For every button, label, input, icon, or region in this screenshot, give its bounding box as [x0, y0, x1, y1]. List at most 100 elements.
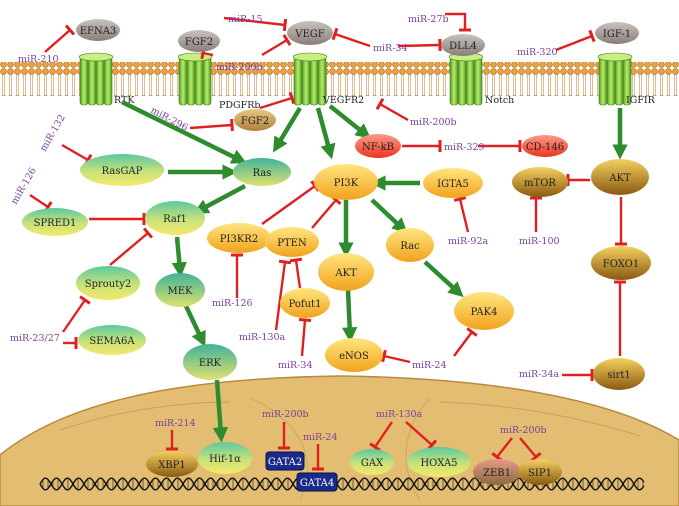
- mirna-label-m34a: miR-34a: [519, 369, 559, 380]
- receptor-helix: [606, 56, 616, 106]
- node-label-pi3kr2: PI3KR2: [220, 234, 258, 245]
- arrow-ras-raf1: [193, 184, 247, 214]
- node-sprouty2: Sprouty2: [76, 266, 140, 300]
- node-label-mek: MEK: [167, 286, 193, 297]
- inhibit-m130a-hoxa5: [405, 421, 433, 446]
- receptor-helix: [186, 56, 196, 106]
- receptor-label-igfir: IGFIR: [626, 95, 656, 106]
- receptor-helix: [465, 56, 475, 106]
- inhibit-m34-vegf-bar: [331, 27, 339, 41]
- node-nfkb: NF-kB: [355, 134, 401, 158]
- inhibit-m15-vegf-bar: [282, 18, 288, 32]
- arrow-rtk-ras: [121, 99, 247, 164]
- dna-helix: [39, 477, 645, 491]
- receptor-helix: [87, 56, 97, 106]
- mirna-label-m15: miR-15: [228, 14, 263, 25]
- inhibit-m92a-igta5-bar: [453, 196, 467, 202]
- receptor-label-vegfr2: VEGFR2: [322, 95, 364, 106]
- node-label-sema6a: SEMA6A: [89, 336, 135, 347]
- nuclear-envelope-fold: [405, 397, 431, 501]
- nuclear-envelope-fold: [439, 401, 641, 437]
- receptor-pdgfrb: [177, 52, 213, 106]
- inhibit-m200b-vegf-bar: [282, 34, 292, 46]
- receptor-helix: [79, 56, 89, 106]
- node-label-enos: eNOS: [339, 351, 369, 362]
- inhibit-sprouty2-raf1-bar: [142, 227, 154, 239]
- node-label-ras: Ras: [253, 168, 272, 179]
- node-rasgap: RasGAP: [80, 154, 164, 186]
- node-sirt1: sirt1: [593, 358, 645, 390]
- receptor-helix: [178, 56, 188, 106]
- node-pak4: PAK4: [454, 292, 514, 330]
- inhibit-m126-spred1: [29, 194, 49, 208]
- receptor-helix: [449, 56, 459, 106]
- node-label-akt-mid: AKT: [334, 268, 357, 279]
- node-ras: Ras: [233, 158, 291, 186]
- node-label-sip1: SIP1: [528, 468, 552, 479]
- node-label-sprouty2: Sprouty2: [85, 279, 132, 290]
- arrow-vegfr2-pi3k: [315, 107, 336, 160]
- node-label-zeb1: ZEB1: [483, 468, 511, 479]
- node-label-hif1a: Hif-1α: [209, 454, 241, 465]
- inhibit-m34-pofut1-bar: [298, 318, 312, 322]
- inhibit-m210-efna3: [44, 29, 71, 53]
- activation-arrows: [121, 99, 628, 443]
- node-efna3: EFNA3: [76, 19, 120, 41]
- nuclear-envelope-fold: [59, 401, 231, 431]
- arrow-mek-erk: [183, 305, 206, 347]
- mirna-label-m34-mid: miR-34: [278, 360, 313, 371]
- node-gata2: GATA2: [265, 451, 305, 471]
- receptor-igfir: [597, 52, 633, 106]
- receptor-label-rtk: RTK: [114, 95, 135, 106]
- receptor-label-notch: Notch: [485, 95, 514, 106]
- inhibit-m130a-gax: [374, 421, 393, 448]
- mirna-label-m320: miR-320: [517, 47, 558, 58]
- node-label-gax: GAX: [361, 458, 384, 469]
- node-pofut1: Pofut1: [280, 288, 330, 318]
- node-dll4: DLL4: [441, 34, 485, 56]
- receptor-helix: [457, 56, 467, 106]
- inhibit-m200b-sip1: [519, 437, 537, 458]
- inhibit-m320-igf1: [555, 34, 593, 52]
- node-label-erk: ERK: [199, 358, 222, 369]
- node-label-akt-right: AKT: [608, 173, 631, 184]
- inhibit-m320-igf1-bar: [588, 29, 596, 43]
- mirna-label-m27b: miR-27b: [408, 14, 449, 25]
- node-mek: MEK: [155, 273, 205, 307]
- mirna-label-m24-mid: miR-24: [412, 360, 447, 371]
- inhibit-m24-pak4-bar: [466, 327, 478, 337]
- inhibit-m34-dll4: [397, 43, 441, 48]
- node-label-pak4: PAK4: [471, 307, 498, 318]
- arrow-vegfr2-ras: [273, 106, 302, 153]
- receptor-helix: [301, 56, 311, 106]
- node-label-rac: Rac: [400, 241, 420, 252]
- receptor-notch: [448, 52, 484, 106]
- node-akt-mid: AKT: [318, 253, 374, 291]
- node-label-dll4: DLL4: [449, 41, 477, 52]
- node-akt-right: AKT: [591, 159, 649, 195]
- receptor-label-pdgfrb: PDGFRb: [219, 100, 260, 111]
- inhibit-m92a-igta5: [458, 198, 470, 233]
- inhibit-m34-vegf: [334, 32, 371, 48]
- node-pi3kr2: PI3KR2: [207, 223, 271, 253]
- node-cd146: CD-146: [522, 135, 568, 157]
- mirna-label-m210: miR-210: [18, 54, 59, 65]
- node-label-igf1: IGF-1: [603, 29, 631, 40]
- node-label-efna3: EFNA3: [80, 26, 117, 37]
- node-label-xbp1: XBP1: [158, 460, 186, 471]
- arrow-rac-pak4: [423, 260, 464, 298]
- cell-membrane: [0, 62, 679, 96]
- inhibit-m24-enos-bar: [381, 349, 387, 363]
- inhibit-m210-efna3-bar: [64, 24, 76, 36]
- arrow-erk-hif1a: [212, 379, 229, 443]
- receptor-cap: [597, 52, 633, 62]
- receptor-helix: [598, 56, 608, 106]
- node-enos: eNOS: [325, 338, 383, 372]
- receptor-helix: [473, 56, 483, 106]
- inhibit-m23-sprouty2-bar: [79, 295, 91, 305]
- inhibit-m200b-sip1-bar: [530, 451, 542, 463]
- node-xbp1: XBP1: [146, 451, 198, 477]
- inhibit-m23-sprouty2: [62, 299, 86, 333]
- node-label-fgf2-mid: FGF2: [241, 116, 269, 127]
